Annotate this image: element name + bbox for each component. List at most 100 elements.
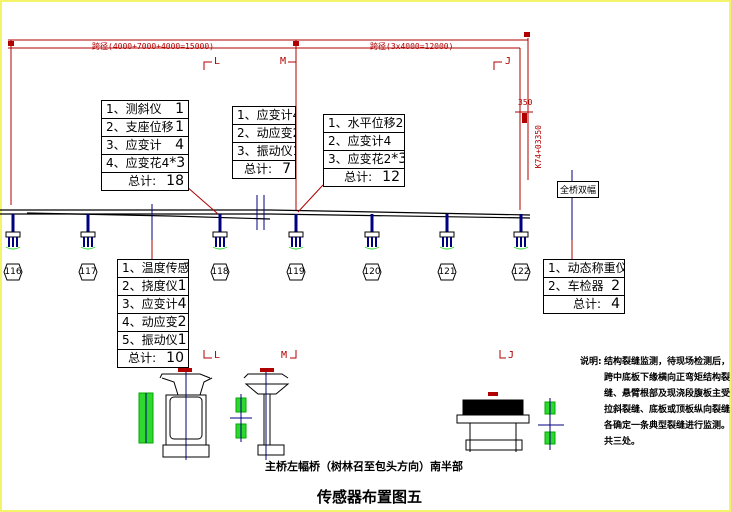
vertical-dimension: 350 xyxy=(518,98,533,107)
dim-marker-left xyxy=(8,41,14,46)
section-J-tag-marker xyxy=(488,392,498,396)
drawing-subtitle: 主桥左幅桥（树林召至包头方向）南半部 xyxy=(265,460,463,473)
table-total-row: 总计: 18 xyxy=(102,173,188,190)
sensor-name: 3、应变计 xyxy=(122,297,178,311)
table-row: 2、应变计4 xyxy=(324,133,404,151)
sensor-count: 1 xyxy=(177,278,187,294)
section-mark-top-L: L xyxy=(214,56,221,67)
sensor-name: 2、动应变2 xyxy=(237,126,295,140)
sensor-count: *3 xyxy=(169,155,186,171)
section-mark-bottom-J: J xyxy=(508,350,515,361)
total-value: 12 xyxy=(382,169,400,185)
sensor-name: 2、车检器 xyxy=(548,279,604,293)
pier xyxy=(511,214,531,281)
elevation-dimension: K74+03350 xyxy=(534,125,543,169)
section-M-tag-marker xyxy=(260,368,274,372)
dim-marker-mid xyxy=(293,41,299,46)
pier-number: 119 xyxy=(287,267,305,277)
sensor-table-full-bridge: 1、动态称重仪 22、车检器 2总计:4 xyxy=(543,259,625,314)
span-left-dimension: 跨径(4000+7000+4000=15000) xyxy=(92,42,214,51)
total-label: 总计: xyxy=(128,174,157,188)
sensor-name: 2、应变计4 xyxy=(328,134,392,148)
section-M-drawing xyxy=(243,372,290,460)
pier-number: 120 xyxy=(363,267,381,277)
note-label: 说明: xyxy=(580,357,602,367)
total-label: 总计: xyxy=(128,351,157,365)
sensor-count: 2 xyxy=(177,314,187,330)
pier xyxy=(78,214,98,281)
dim-marker-right xyxy=(524,32,530,37)
table-total-row: 总计: 10 xyxy=(118,350,188,367)
sensor-name: 5、振动仪 xyxy=(122,333,178,347)
section-mark-top-M: M xyxy=(280,56,287,67)
sensor-count: 1 xyxy=(177,332,187,348)
section-J-drawing xyxy=(456,399,530,452)
sensor-name: 1、温度传感器2 xyxy=(122,261,188,275)
table-total-row: 总计:12 xyxy=(324,169,404,186)
sensor-stack-left xyxy=(138,392,154,444)
sensor-stack-right xyxy=(538,398,564,450)
sensor-name: 1、测斜仪 xyxy=(106,102,162,116)
total-value: 4 xyxy=(611,296,620,312)
note-line: 各确定一条典型裂缝进行监测。 xyxy=(604,421,731,431)
sensor-name: 1、水平位移2 xyxy=(328,116,404,130)
pier xyxy=(3,214,23,281)
note-text: 结构裂缝监测，待现场检测后， 跨中底板下缘横向正弯矩结构裂缝、悬臂根部及现浇段腹板… xyxy=(604,354,730,450)
piers-group xyxy=(3,214,531,281)
sensor-count: 1 xyxy=(175,101,184,117)
section-L-drawing xyxy=(159,372,213,460)
table-row: 4、应变花4*3 xyxy=(102,155,188,173)
total-value: 7 xyxy=(282,161,291,177)
dimension-lines xyxy=(8,38,533,210)
note-line: 共三处。 xyxy=(604,437,641,447)
pier xyxy=(362,214,382,281)
pier-number: 117 xyxy=(79,267,97,277)
total-value: 10 xyxy=(166,350,184,366)
sensor-name: 4、应变花4 xyxy=(106,156,170,170)
table-row: 3、振动仪1 xyxy=(233,143,295,161)
span-right-dimension: 跨径(3x4000=12000) xyxy=(370,42,454,51)
section-L-tag-marker xyxy=(178,368,192,372)
sensor-name: 1、动态称重仪 xyxy=(548,261,624,275)
bridge-deck xyxy=(0,209,531,220)
drawing-title: 传感器布置图五 xyxy=(317,488,423,506)
section-mark-bottom-M: M xyxy=(281,350,288,361)
sensor-name: 2、挠度仪 xyxy=(122,279,178,293)
total-value: 18 xyxy=(166,173,184,189)
sensor-name: 3、应变花2 xyxy=(328,152,392,166)
note-line: 跨中底板下缘横向正弯矩结构裂 xyxy=(604,373,731,383)
table-row: 1、水平位移2 xyxy=(324,115,404,133)
pier xyxy=(286,214,306,281)
sensor-name: 4、动应变 xyxy=(122,315,178,329)
total-label: 总计: xyxy=(244,162,273,176)
sensor-name: 2、支座位移 xyxy=(106,120,174,134)
note-line: 缝、悬臂根部及现浇段腹板主受 xyxy=(604,389,731,399)
table-row: 3、应变花2*3 xyxy=(324,151,404,169)
section-mark-top-J: J xyxy=(505,56,512,67)
note-line: 结构裂缝监测，待现场检测后， xyxy=(604,357,731,367)
table-row: 1、温度传感器2 xyxy=(118,260,188,278)
pier-number: 116 xyxy=(4,267,22,277)
sensor-count: *3 xyxy=(391,151,404,167)
sensor-name: 3、振动仪1 xyxy=(237,144,295,158)
table-row: 2、动应变2 xyxy=(233,125,295,143)
sensor-stack-mid xyxy=(230,394,252,442)
pier-number: 122 xyxy=(512,267,530,277)
pier-number: 121 xyxy=(438,267,456,277)
sensor-name: 3、应变计 xyxy=(106,138,162,152)
full-bridge-tag: 全桥双幅 xyxy=(557,181,600,198)
table-row: 2、车检器 2 xyxy=(544,278,624,296)
sensor-count: 2 xyxy=(611,278,620,294)
table-total-row: 总计:4 xyxy=(544,296,624,313)
